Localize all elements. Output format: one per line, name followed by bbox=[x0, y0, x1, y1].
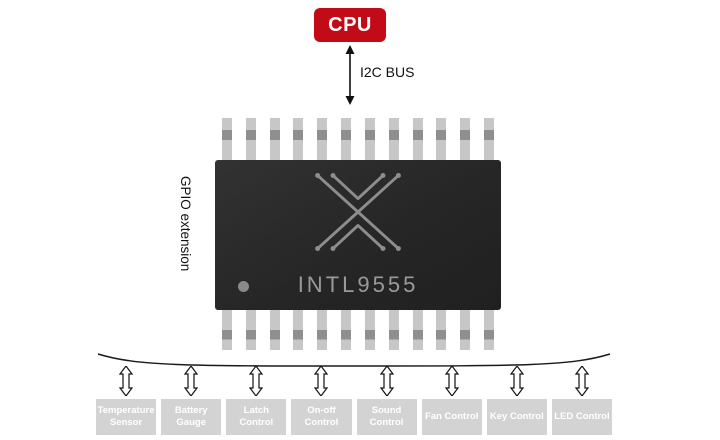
peripheral-box-label: Fan Control bbox=[421, 399, 482, 435]
peripheral-row: Temperature Sensor Battery Gauge Latch C… bbox=[96, 366, 612, 435]
chip-pin bbox=[436, 310, 447, 350]
bidirectional-arrow-icon bbox=[444, 366, 459, 396]
chip-pin bbox=[388, 310, 399, 350]
gpio-extension-label: GPIO extension bbox=[178, 176, 193, 272]
chip-pin bbox=[222, 310, 232, 350]
peripheral-item: Key Control bbox=[486, 366, 547, 435]
chip-name: INTL9555 bbox=[297, 272, 419, 297]
chip-pin bbox=[364, 310, 375, 350]
chip-pin bbox=[222, 118, 232, 160]
chip-pin bbox=[483, 118, 494, 160]
chip-pin bbox=[412, 310, 423, 350]
cpu-label: CPU bbox=[328, 13, 372, 36]
peripheral-item: Fan Control bbox=[421, 366, 482, 435]
chip-pin bbox=[388, 118, 399, 160]
chip-logo-icon bbox=[315, 172, 401, 252]
peripheral-item: Latch Control bbox=[226, 366, 287, 435]
peripheral-item: LED Control bbox=[551, 366, 612, 435]
peripheral-box-label: On-off Control bbox=[291, 399, 352, 435]
chip-pin bbox=[436, 118, 447, 160]
bidirectional-arrow-icon bbox=[249, 366, 264, 396]
bidirectional-arrow-icon bbox=[574, 366, 589, 396]
chip-pin bbox=[245, 310, 256, 350]
chip-pin bbox=[412, 118, 423, 160]
bidirectional-arrow-icon bbox=[119, 366, 134, 396]
bidirectional-arrow-icon bbox=[314, 366, 329, 396]
chip-pin bbox=[293, 118, 304, 160]
peripheral-box-label: Battery Gauge bbox=[161, 399, 222, 435]
chip-pin bbox=[245, 118, 256, 160]
chip-pin bbox=[460, 310, 471, 350]
chip-pin bbox=[293, 310, 304, 350]
chip-pins-bottom bbox=[216, 310, 500, 350]
bidirectional-arrow-icon bbox=[509, 366, 524, 396]
bidirectional-arrow-icon bbox=[184, 366, 199, 396]
chip-pin bbox=[483, 310, 494, 350]
chip-pin bbox=[341, 310, 352, 350]
chip-pins-top bbox=[216, 118, 500, 160]
chip-body: INTL9555 bbox=[215, 160, 501, 310]
i2c-bus-arrow-icon bbox=[345, 45, 355, 105]
peripheral-box-label: Key Control bbox=[486, 399, 547, 435]
chip-pin bbox=[364, 118, 375, 160]
peripheral-box-label: Temperature Sensor bbox=[96, 399, 157, 435]
peripheral-item: Battery Gauge bbox=[161, 366, 222, 435]
cpu-box: CPU bbox=[314, 8, 386, 42]
peripheral-item: Sound Control bbox=[356, 366, 417, 435]
pin1-indicator-dot bbox=[238, 281, 249, 292]
group-brace bbox=[97, 353, 611, 367]
chip-pin bbox=[269, 310, 280, 350]
bidirectional-arrow-icon bbox=[379, 366, 394, 396]
peripheral-box-label: Latch Control bbox=[226, 399, 287, 435]
chip-pin bbox=[269, 118, 280, 160]
i2c-bus-label: I2C BUS bbox=[360, 64, 415, 80]
chip-pin bbox=[341, 118, 352, 160]
peripheral-box-label: LED Control bbox=[551, 399, 612, 435]
peripheral-item: Temperature Sensor bbox=[96, 366, 157, 435]
chip-pin bbox=[460, 118, 471, 160]
peripheral-box-label: Sound Control bbox=[356, 399, 417, 435]
chip-pin bbox=[317, 118, 328, 160]
peripheral-item: On-off Control bbox=[291, 366, 352, 435]
chip-pin bbox=[317, 310, 328, 350]
